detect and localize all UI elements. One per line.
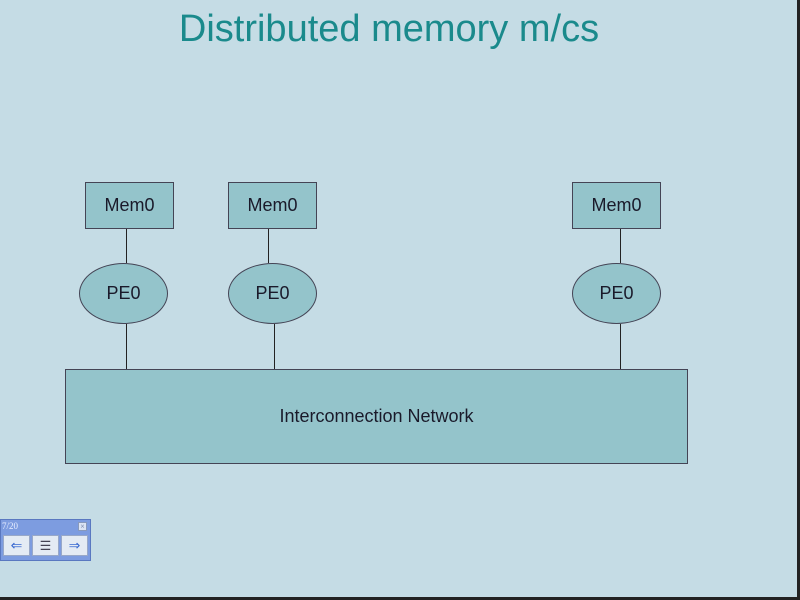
close-icon[interactable]: × [78,522,87,531]
memory-box: Mem0 [572,182,661,229]
pe-network-link [620,324,621,369]
right-arrow-icon: ⇒ [68,537,81,553]
slide-title: Distributed memory m/cs [178,8,600,50]
slide-menu-button[interactable]: ☰ [32,535,59,556]
pe-network-link [126,324,127,369]
memory-box: Mem0 [85,182,174,229]
slide-navigator: 7/20 × ⇐ ☰ ⇒ [0,519,91,561]
left-arrow-icon: ⇐ [10,537,23,553]
interconnection-network: Interconnection Network [65,369,688,464]
memory-pe-link [268,229,269,263]
navigator-header: 7/20 × [1,520,90,533]
memory-box: Mem0 [228,182,317,229]
memory-pe-link [126,229,127,263]
page-indicator: 7/20 [2,521,19,531]
processing-element: PE0 [572,263,661,324]
next-slide-button[interactable]: ⇒ [61,535,88,556]
pe-network-link [274,324,275,369]
slide-menu-icon: ☰ [39,537,52,553]
processing-element: PE0 [79,263,168,324]
previous-slide-button[interactable]: ⇐ [3,535,30,556]
memory-pe-link [620,229,621,263]
processing-element: PE0 [228,263,317,324]
